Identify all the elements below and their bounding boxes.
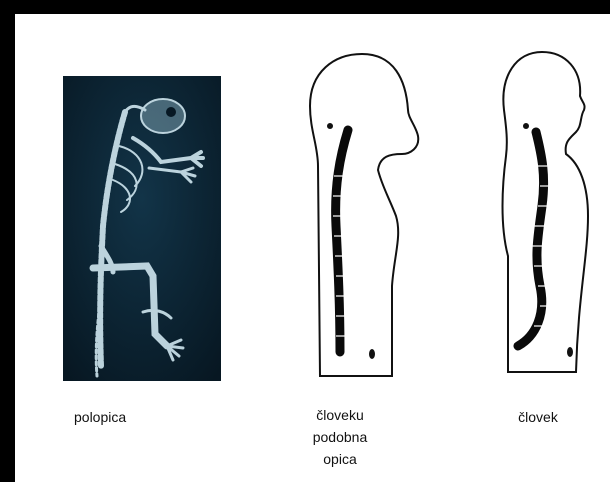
label-prosimian: polopica — [74, 406, 164, 428]
label-ape: človeku podobna opica — [300, 404, 380, 470]
label-human-line-1: človek — [518, 409, 558, 425]
label-ape-line-2: podobna — [300, 426, 380, 448]
label-prosimian-line-1: polopica — [74, 409, 126, 425]
label-ape-line-1: človeku — [300, 404, 380, 426]
label-human: človek — [498, 406, 578, 428]
ape-profile-diagram — [296, 46, 428, 378]
prosimian-xray-image — [63, 76, 221, 381]
human-profile-diagram — [496, 46, 596, 376]
label-ape-line-3: opica — [300, 448, 380, 470]
